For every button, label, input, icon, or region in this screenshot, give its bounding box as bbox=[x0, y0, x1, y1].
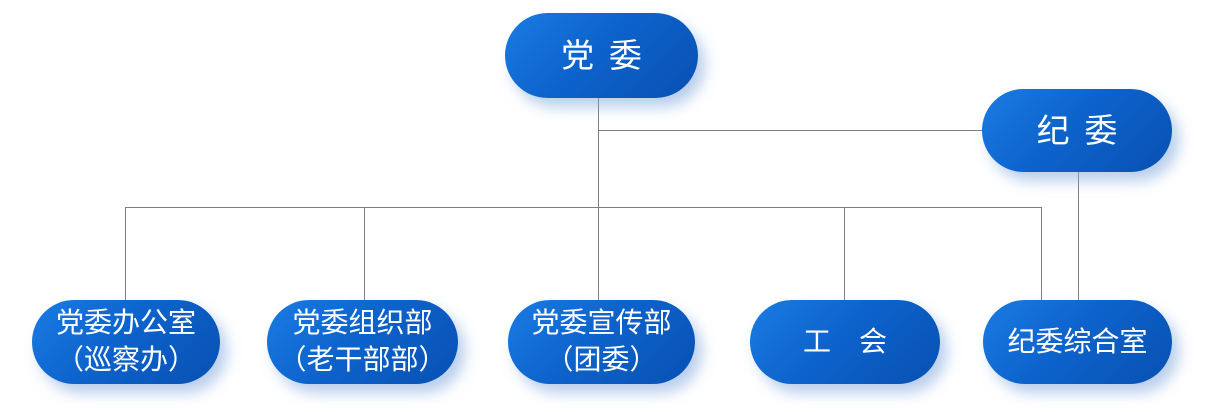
connector-root-to-discipline bbox=[598, 130, 982, 131]
connector-drop-organization-dept bbox=[364, 207, 365, 300]
connector-drop-party-office bbox=[125, 207, 126, 300]
org-node-party-office: 党委办公室 （巡察办） bbox=[32, 300, 220, 384]
node-label: 党委 bbox=[561, 35, 657, 75]
org-node-discipline-office: 纪委综合室 bbox=[983, 300, 1172, 384]
connector-root-vertical bbox=[598, 98, 599, 300]
org-node-organization-dept: 党委组织部 （老干部部） bbox=[267, 300, 458, 384]
node-label: 党委宣传部 （团委） bbox=[531, 306, 672, 376]
node-label: 纪委 bbox=[1036, 110, 1133, 150]
connector-drop-labor-union bbox=[844, 207, 845, 300]
node-label: 纪委综合室 bbox=[1007, 324, 1148, 358]
connector-discipline-vertical bbox=[1078, 172, 1079, 300]
node-label: 党委办公室 （巡察办） bbox=[55, 306, 196, 376]
connector-drop-discipline-office bbox=[1041, 207, 1042, 300]
connector-horizontal-bus bbox=[125, 207, 1042, 208]
node-label: 工 会 bbox=[802, 324, 887, 358]
org-node-party-committee: 党委 bbox=[505, 13, 698, 98]
node-label: 党委组织部 （老干部部） bbox=[278, 306, 447, 376]
org-node-publicity-dept: 党委宣传部 （团委） bbox=[508, 300, 695, 384]
org-node-labor-union: 工 会 bbox=[750, 300, 940, 384]
org-node-discipline-committee: 纪委 bbox=[982, 89, 1172, 172]
